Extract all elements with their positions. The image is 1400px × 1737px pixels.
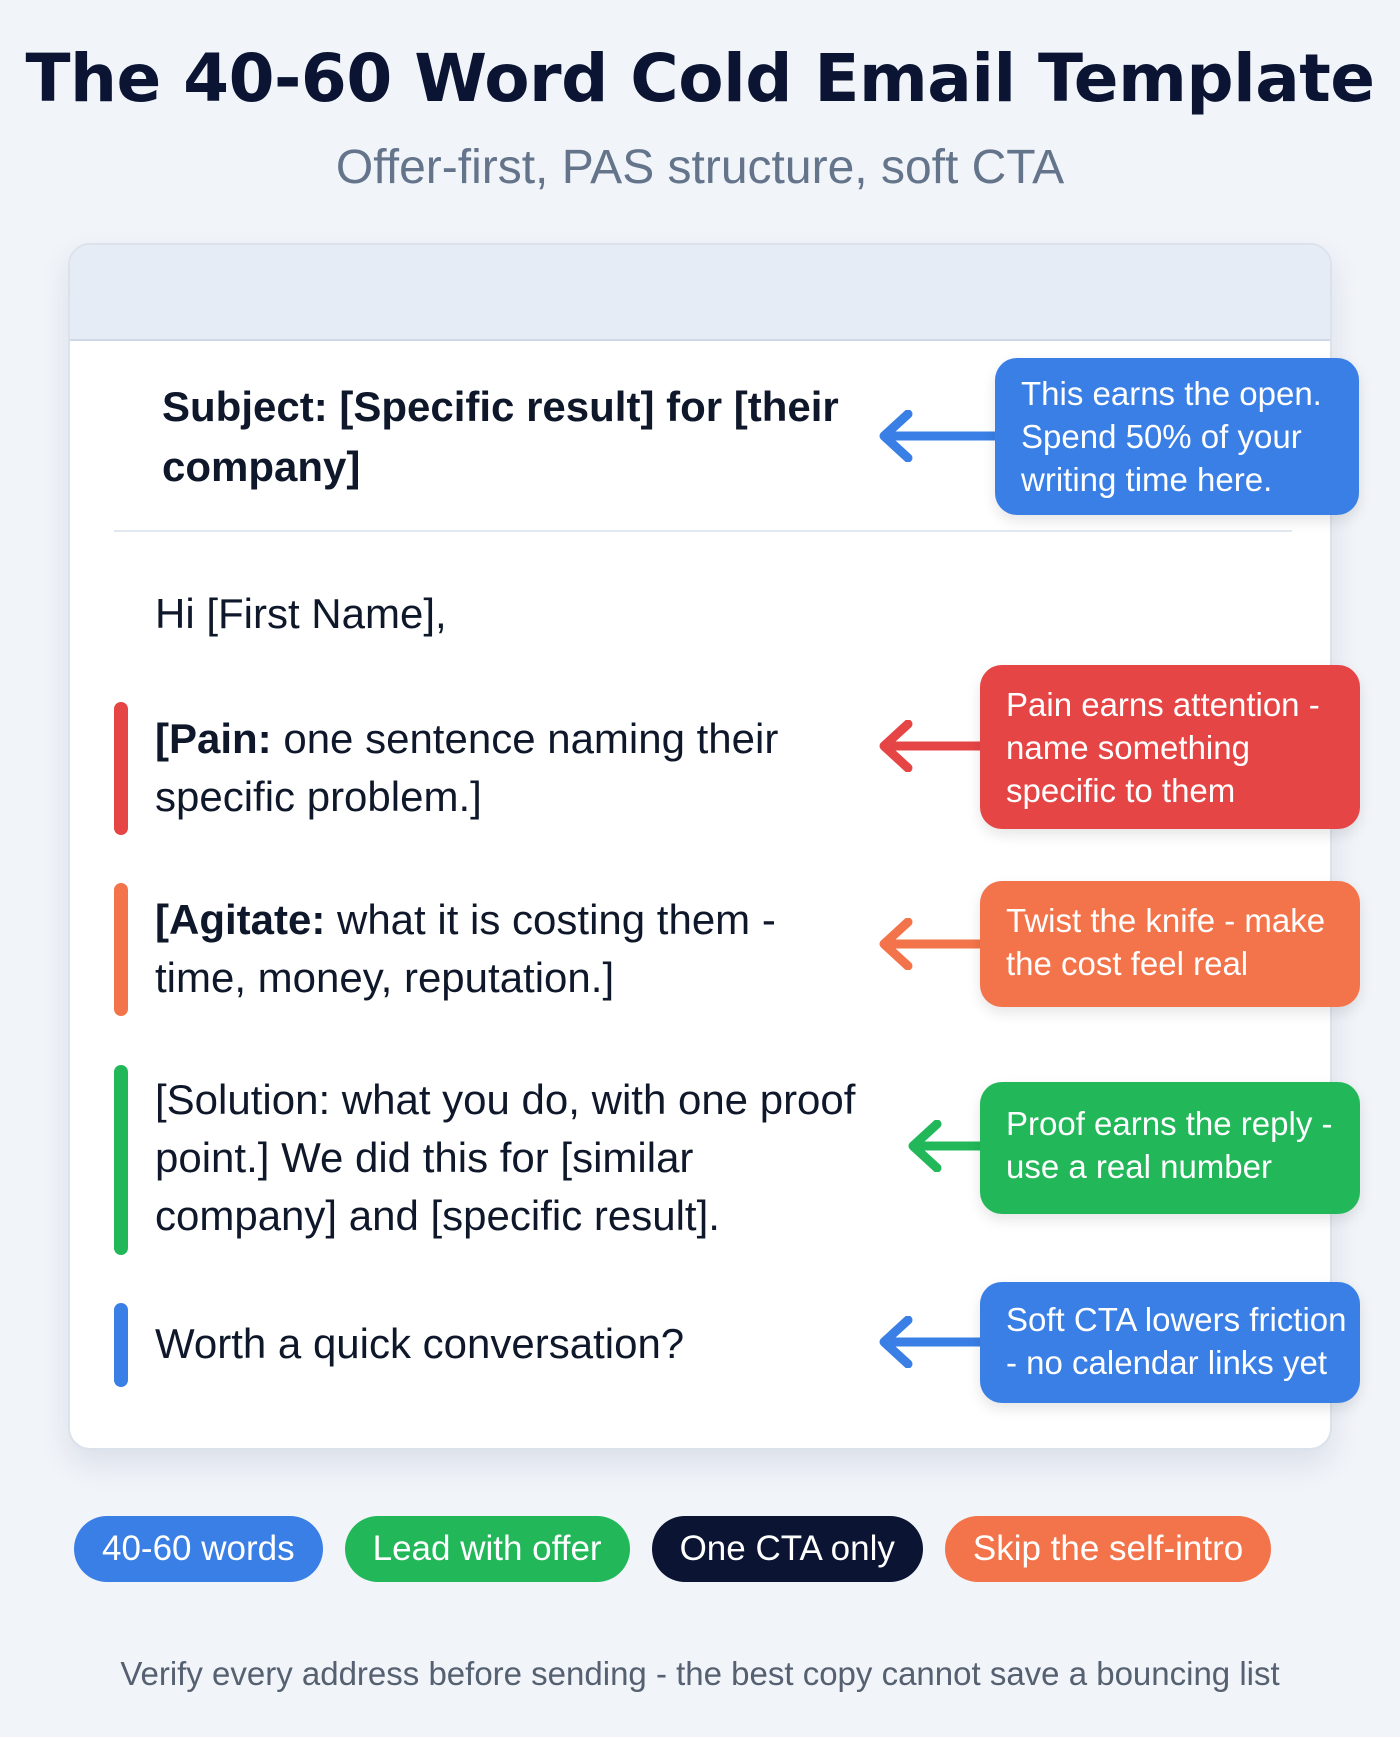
- agitate-bar: [114, 883, 128, 1016]
- callout-cta: Soft CTA lowers friction - no calendar l…: [980, 1282, 1360, 1403]
- arrow-left-icon: [908, 1120, 985, 1172]
- arrow-left-icon: [879, 720, 984, 772]
- pain-text: [Pain: one sentence naming their specifi…: [155, 710, 875, 826]
- arrow-left-icon: [879, 1316, 984, 1368]
- arrow-left-icon: [879, 918, 984, 970]
- pill-word-count: 40-60 words: [74, 1516, 323, 1582]
- pain-body: one sentence naming their specific probl…: [155, 715, 779, 820]
- callout-pain: Pain earns attention - name something sp…: [980, 665, 1360, 829]
- agitate-text: [Agitate: what it is costing them - time…: [155, 891, 875, 1007]
- pill-lead-with-offer: Lead with offer: [344, 1516, 630, 1582]
- cta-text: Worth a quick conversation?: [155, 1320, 685, 1367]
- email-subject: Subject: [Specific result] for [their co…: [162, 383, 839, 490]
- callout-agitate: Twist the knife - make the cost feel rea…: [980, 881, 1360, 1007]
- callout-subject: This earns the open. Spend 50% of your w…: [995, 358, 1359, 515]
- footer-note: Verify every address before sending - th…: [120, 1655, 1280, 1692]
- page-title: The 40-60 Word Cold Email Template: [25, 40, 1375, 117]
- pain-label: [Pain:: [155, 715, 272, 762]
- solution-bar: [114, 1065, 128, 1255]
- callout-solution: Proof earns the reply - use a real numbe…: [980, 1082, 1360, 1214]
- solution-text: [Solution: what you do, with one proof p…: [155, 1076, 856, 1239]
- cta-bar: [114, 1303, 128, 1387]
- section-pain: [Pain: one sentence naming their specifi…: [114, 702, 874, 835]
- email-card-header: [70, 245, 1330, 341]
- pill-one-cta: One CTA only: [651, 1516, 923, 1582]
- subject-divider: [114, 530, 1292, 532]
- pain-bar: [114, 702, 128, 835]
- section-agitate: [Agitate: what it is costing them - time…: [114, 883, 874, 1016]
- section-cta: Worth a quick conversation?: [114, 1303, 874, 1387]
- agitate-label: [Agitate:: [155, 896, 326, 943]
- pill-skip-intro: Skip the self-intro: [944, 1516, 1272, 1582]
- page-subtitle: Offer-first, PAS structure, soft CTA: [335, 141, 1065, 194]
- agitate-body: what it is costing them - time, money, r…: [155, 896, 776, 1001]
- email-greeting: Hi [First Name],: [155, 590, 447, 637]
- arrow-left-icon: [879, 410, 1000, 462]
- tips-pill-row: 40-60 words Lead with offer One CTA only…: [74, 1516, 1272, 1582]
- section-solution: [Solution: what you do, with one proof p…: [114, 1065, 874, 1255]
